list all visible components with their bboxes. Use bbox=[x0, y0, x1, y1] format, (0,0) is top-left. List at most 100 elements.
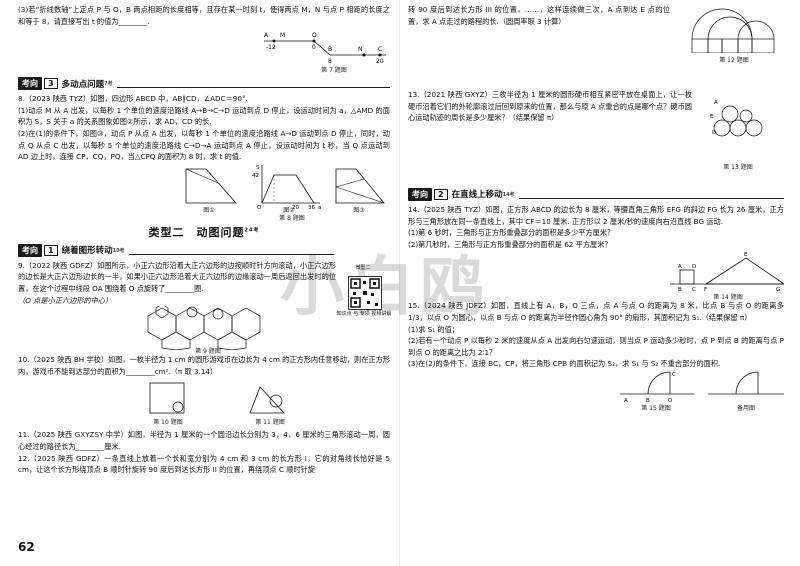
fig7-label-A: A bbox=[264, 32, 269, 39]
fig8-axis-36: 36 bbox=[308, 205, 315, 211]
figure-14-caption: 第 14 题图 bbox=[713, 294, 743, 302]
fig15-label-A: A bbox=[624, 398, 628, 404]
question-15-part2: (2)若有一个动点 P 以每秒 2 米的速度从点 A 出发向右匀速运动，则当点 … bbox=[408, 336, 784, 357]
section-heading-line-move: 考向 2 在直线上移动 14考 bbox=[408, 187, 784, 202]
figure-13-diagram: A E D bbox=[710, 100, 763, 137]
fig7-tick-0: 0 bbox=[312, 44, 316, 51]
fig14-label-B: B bbox=[678, 287, 682, 292]
question-9-note: （O 点是小正六边形的中心） bbox=[18, 295, 113, 305]
figure-15-caption: 第 15 题图 bbox=[641, 404, 671, 412]
left-column: (3)若“折线数轴”上定点 P 与 O，B 两点相距的长度相等，且存在某一时刻 … bbox=[18, 4, 390, 476]
fig8-axis-20: 20 bbox=[292, 205, 299, 211]
question-14-part2: (2)第几秒时，三角形与正方形重叠部分的面积是 62 平方厘米？ bbox=[408, 239, 612, 249]
figure-13: A E D 第 13 题图 bbox=[408, 100, 784, 184]
figure-9-caption: 第 9 题图 bbox=[195, 348, 221, 356]
fig8-axis-S: S bbox=[256, 165, 260, 171]
fig15-label-C: C bbox=[672, 372, 676, 378]
section-count: 10考 bbox=[112, 247, 125, 254]
figures-10-11: 第 10 题图 第 11 题图 bbox=[18, 377, 390, 429]
qr-caption: 知识点 与 专项 视频讲解 bbox=[336, 311, 392, 317]
fig14-label-E: E bbox=[744, 252, 748, 258]
question-14-part1: (1)第 6 秒时，三角形与正方形重叠部分的面积是多少平方厘米？ bbox=[408, 228, 615, 238]
fig8-axis-a: a bbox=[318, 205, 321, 211]
figure-15: A B O C 第 15 题图 备用图 bbox=[408, 370, 784, 412]
fig7-tick-neg12: -12 bbox=[266, 44, 276, 51]
fig8-label-3: 图③ bbox=[353, 206, 365, 214]
section-number: 2 bbox=[434, 188, 448, 200]
fig15-label-O: O bbox=[668, 398, 673, 404]
fig15-label-B: B bbox=[646, 398, 650, 404]
question-12-continuation: 转 90 度后到达长方形 III 的位置，……，这样连续做三次，A 点到达 E … bbox=[408, 5, 670, 26]
section-tag: 考向 bbox=[408, 187, 432, 201]
fig7-tick-20: 20 bbox=[376, 58, 384, 65]
fig7-label-B: B bbox=[328, 46, 332, 53]
question-12: 12.（2025 陕西 GDFZ）一条直线上放着一个长和宽分别为 4 cm 和 … bbox=[18, 453, 390, 475]
figure-7: A M O -12 0 B N C 8 20 第 7 题图 bbox=[18, 27, 390, 75]
fig11-triangle bbox=[249, 386, 285, 414]
figure-13-caption: 第 13 题图 bbox=[723, 163, 753, 171]
fig14-label-A: A bbox=[678, 264, 682, 270]
figure-8-diagrams: S 42 O 20 36 a bbox=[185, 164, 385, 211]
section-number: 1 bbox=[44, 244, 58, 256]
watermark: 小白鸥 bbox=[280, 251, 490, 325]
section-title: 绕着图形转动 bbox=[61, 246, 113, 257]
question-11: 11.（2025 陕西 GXYZSY 中学）如图，半径为 1 厘米的一个圆沿边长… bbox=[18, 430, 390, 451]
fig13-label-A: A bbox=[714, 100, 718, 106]
fig7-label-N: N bbox=[358, 46, 363, 53]
question-8-part1: (1)动点 M 从 A 出发，以每秒 1 个单位的速度沿路线 A→B→C→D 运… bbox=[18, 105, 390, 127]
figure-12-diagram bbox=[691, 8, 775, 54]
fig14-label-C: C bbox=[692, 287, 696, 292]
fig14-label-G: G bbox=[776, 287, 780, 292]
fig14-label-D: D bbox=[692, 264, 696, 270]
question-15-part1: (1)求 S₁ 的值； bbox=[408, 324, 459, 334]
right-column: 转 90 度后到达长方形 III 的位置，……，这样连续做三次，A 点到达 E … bbox=[408, 4, 786, 412]
fig10-coin bbox=[172, 401, 184, 413]
fig8-label-2: 图② bbox=[283, 206, 295, 214]
section-title: 多动点问题 bbox=[61, 79, 105, 90]
figure-12: 第 12 题图 bbox=[408, 8, 784, 89]
section-number: 3 bbox=[44, 78, 58, 90]
fig11-circle bbox=[269, 394, 283, 408]
section-tag: 考向 bbox=[18, 243, 42, 257]
figure-14: A D B C F E G 第 14 题图 bbox=[408, 250, 786, 302]
question-15: 15.（2024 陕西 JDFZ）如图，直线上有 A，B，O 三点，点 A 与点… bbox=[408, 301, 784, 322]
section-tag: 考向 bbox=[18, 77, 42, 91]
fig7-label-O: O bbox=[312, 32, 317, 39]
fig8-axis-42: 42 bbox=[252, 173, 259, 179]
question-10: 10.（2025 陕西 BH 学校）如图，一枚半径为 1 cm 的圆形游戏币在边… bbox=[18, 355, 390, 376]
fig13-label-D: D bbox=[712, 130, 716, 136]
fig14-label-F: F bbox=[704, 287, 707, 292]
question-9: 9.（2022 陕西 GDFZ）如图所示，小正六边形沿着大正六边形的边按顺时针方… bbox=[18, 260, 336, 293]
figure-7-diagram: A M O -12 0 B N C 8 20 bbox=[264, 32, 386, 65]
figure-7-caption: 第 7 题图 bbox=[321, 67, 347, 75]
section-count: 7考 bbox=[104, 81, 113, 88]
question-13: 13.（2021 陕西 GXYZ）三枚半径为 1 厘米的圆形硬币相互紧密平放在桌… bbox=[408, 90, 692, 123]
section-heading-multi-point: 考向 3 多动点问题 7考 bbox=[18, 76, 390, 91]
page-number: 62 bbox=[18, 540, 35, 554]
figure-8-caption: 第 8 题图 bbox=[279, 214, 305, 222]
fig14-triangle bbox=[704, 257, 786, 285]
question-8-part2: (2)在(1)的条件下，如图③，动点 P 从点 A 出发，以每秒 1 个单位的速… bbox=[18, 128, 390, 162]
section-heading-rotation: 考向 1 绕着图形转动 10考 bbox=[18, 243, 390, 258]
fig14-square bbox=[679, 269, 695, 285]
qr-code[interactable] bbox=[348, 276, 382, 310]
figure-15-diagrams: A B O C bbox=[620, 371, 784, 404]
fig8-axis-O: O bbox=[257, 205, 262, 211]
fig7-label-C: C bbox=[378, 46, 382, 53]
figure-9-hexagons bbox=[147, 303, 261, 351]
fig7-tick-8: 8 bbox=[328, 58, 332, 65]
figure-15-alt-caption: 备用图 bbox=[736, 404, 755, 412]
figure-10-caption: 第 10 题图 bbox=[153, 419, 183, 427]
section-title: 在直线上移动 bbox=[451, 190, 503, 201]
figure-11-caption: 第 11 题图 bbox=[255, 419, 285, 427]
q3-continuation: (3)若“折线数轴”上定点 P 与 O，B 两点相距的长度相等，且存在某一时刻 … bbox=[18, 5, 390, 26]
qr-label: 微型二 bbox=[355, 265, 371, 271]
figure-12-caption: 第 12 题图 bbox=[719, 57, 749, 65]
question-8: 8.（2023 陕西 TYZ）如图，四边形 ABCD 中，AB∥CD，∠ADC＝… bbox=[18, 94, 248, 104]
fig13-label-E: E bbox=[710, 114, 714, 120]
fig8-label-1: 图① bbox=[203, 206, 215, 214]
figure-8: S 42 O 20 36 a 图① 图② 图③ 第 8 题图 bbox=[18, 163, 390, 222]
question-15-part3: (3)在(2)的条件下，连接 BC，CP，将三角形 CPB 的面积记为 S₂，求… bbox=[408, 359, 721, 369]
figures-10-11-diagrams bbox=[149, 382, 285, 414]
qr-code-pattern bbox=[350, 278, 380, 308]
